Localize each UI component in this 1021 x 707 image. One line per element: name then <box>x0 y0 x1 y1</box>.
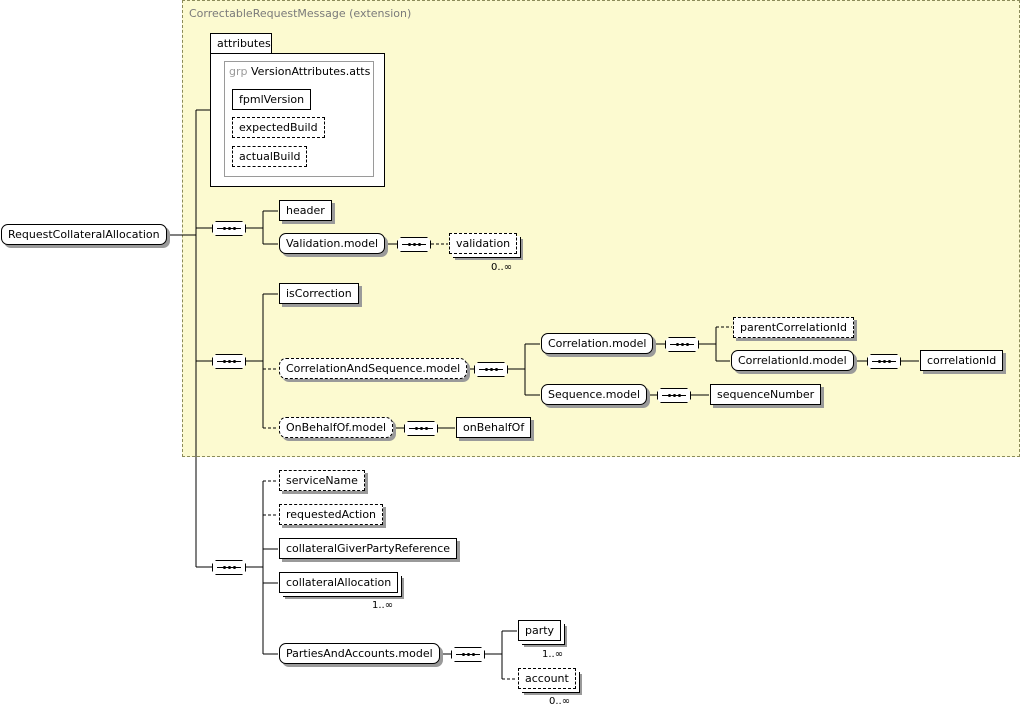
sequence-compositor-icon <box>212 221 246 236</box>
element-collateral-giver-party-reference[interactable]: collateralGiverPartyReference <box>279 538 458 559</box>
attribute-expected-build[interactable]: expectedBuild <box>232 117 325 138</box>
cardinality-party: 1..∞ <box>542 649 564 660</box>
root-element[interactable]: RequestCollateralAllocation <box>1 224 167 245</box>
element-on-behalf-of[interactable]: onBehalfOf <box>456 417 532 438</box>
group-prefix: grp <box>229 65 248 78</box>
sequence-compositor-icon <box>451 647 485 662</box>
sequence-compositor-icon <box>212 560 246 575</box>
sequence-compositor-icon <box>212 354 246 369</box>
model-sequence[interactable]: Sequence.model <box>541 384 648 405</box>
sequence-compositor-icon <box>397 237 431 252</box>
model-correlation-id[interactable]: CorrelationId.model <box>731 350 854 371</box>
sequence-compositor-icon <box>474 362 508 377</box>
model-correlation[interactable]: Correlation.model <box>541 333 654 354</box>
element-requested-action[interactable]: requestedAction <box>279 504 384 525</box>
element-account[interactable]: account <box>518 668 576 689</box>
element-correlation-id[interactable]: correlationId <box>920 350 1004 371</box>
attributes-tab: attributes <box>210 33 272 54</box>
sequence-compositor-icon <box>665 337 699 352</box>
sequence-compositor-icon <box>657 388 691 403</box>
attribute-actual-build[interactable]: actualBuild <box>232 146 308 167</box>
element-is-correction[interactable]: isCorrection <box>279 283 359 304</box>
model-parties-and-accounts[interactable]: PartiesAndAccounts.model <box>279 643 440 664</box>
model-on-behalf-of[interactable]: OnBehalfOf.model <box>279 417 394 438</box>
cardinality-validation: 0..∞ <box>491 262 513 273</box>
attribute-group-label: grp VersionAttributes.atts <box>229 65 370 78</box>
element-collateral-allocation[interactable]: collateralAllocation <box>279 572 399 593</box>
element-party[interactable]: party <box>518 620 562 641</box>
cardinality-collateral-allocation: 1..∞ <box>372 600 394 611</box>
element-validation[interactable]: validation <box>449 233 518 254</box>
cardinality-account: 0..∞ <box>549 696 571 707</box>
sequence-compositor-icon <box>404 421 438 436</box>
attribute-fpml-version[interactable]: fpmlVersion <box>232 89 312 110</box>
model-correlation-and-sequence[interactable]: CorrelationAndSequence.model <box>279 358 468 379</box>
element-sequence-number[interactable]: sequenceNumber <box>710 384 822 405</box>
model-validation[interactable]: Validation.model <box>279 233 386 254</box>
extension-label: CorrectableRequestMessage (extension) <box>189 7 412 20</box>
element-header[interactable]: header <box>279 200 332 221</box>
sequence-compositor-icon <box>867 354 901 369</box>
element-parent-correlation-id[interactable]: parentCorrelationId <box>733 317 854 338</box>
group-name: VersionAttributes.atts <box>251 65 371 78</box>
element-service-name[interactable]: serviceName <box>279 470 365 491</box>
